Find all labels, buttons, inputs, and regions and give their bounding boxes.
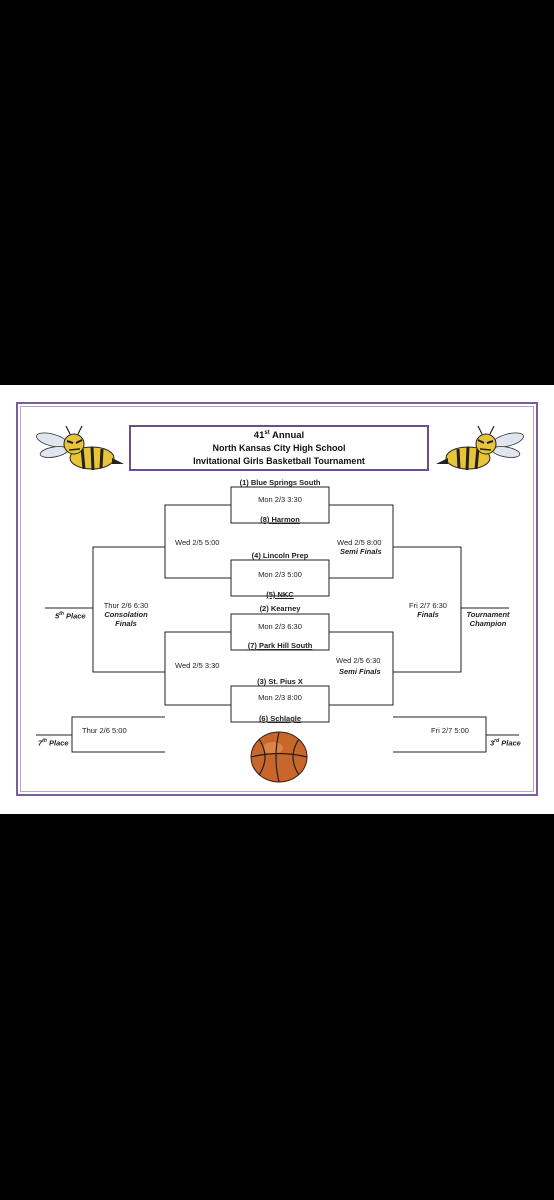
title-box: 41st Annual North Kansas City High Schoo… <box>129 425 429 471</box>
seventh-game-time: Thur 2/6 5:00 <box>82 726 127 735</box>
semi-top-left-time: Wed 2/5 5:00 <box>175 538 220 547</box>
semi-bot-left-time: Wed 2/5 3:30 <box>175 661 220 670</box>
game-1-time: Mon 2/3 3:30 <box>258 495 302 504</box>
title-line3: Invitational Girls Basketball Tournament <box>193 456 365 467</box>
team-8-label: (8) Harmon <box>260 515 300 524</box>
basketball-icon <box>250 731 308 783</box>
semi-bot-right-label: Semi Finals <box>339 667 381 676</box>
consolation-label-2: Finals <box>115 619 137 628</box>
hornet-mascot-icon <box>36 425 124 471</box>
game-3-time: Mon 2/3 6:30 <box>258 622 302 631</box>
seventh-place-label: 7th Place <box>38 738 69 748</box>
inner-frame <box>20 406 534 792</box>
title-line2: North Kansas City High School <box>212 443 346 454</box>
game-2-time: Mon 2/3 5:00 <box>258 570 302 579</box>
semi-top-right-time: Wed 2/5 8:00 <box>337 538 382 547</box>
consolation-time: Thur 2/6 6:30 <box>103 601 149 610</box>
game-4-time: Mon 2/3 8:00 <box>258 693 302 702</box>
team-6-label: (6) Schlagle <box>258 714 302 723</box>
champion-label-1: Tournament <box>466 610 510 619</box>
hornet-mascot-icon <box>436 425 524 471</box>
team-2-label: (2) Kearney <box>259 604 301 613</box>
team-1-label: (1) Blue Springs South <box>239 478 321 487</box>
semi-top-right-label: Semi Finals <box>340 547 382 556</box>
game-box-4 <box>230 685 330 723</box>
title-line1: 41st Annual <box>253 430 305 442</box>
outer-frame <box>16 402 538 796</box>
champion-label-2: Champion <box>469 619 507 628</box>
semi-bot-right-time: Wed 2/5 6:30 <box>336 656 381 665</box>
finals-label: Finals <box>417 610 439 619</box>
fifth-place-label: 5th Place <box>55 611 86 621</box>
team-5-label: (5) NKC <box>266 590 294 599</box>
team-7-label: (7) Park Hill South <box>247 641 313 650</box>
finals-time: Fri 2/7 6:30 <box>409 601 447 610</box>
consolation-label-1: Consolation <box>104 610 148 619</box>
team-3-label: (3) St. Pius X <box>257 677 303 686</box>
team-4-label: (4) Lincoln Prep <box>251 551 309 560</box>
third-game-time: Fri 2/7 5:00 <box>431 726 469 735</box>
third-place-label: 3rd Place <box>490 738 521 748</box>
